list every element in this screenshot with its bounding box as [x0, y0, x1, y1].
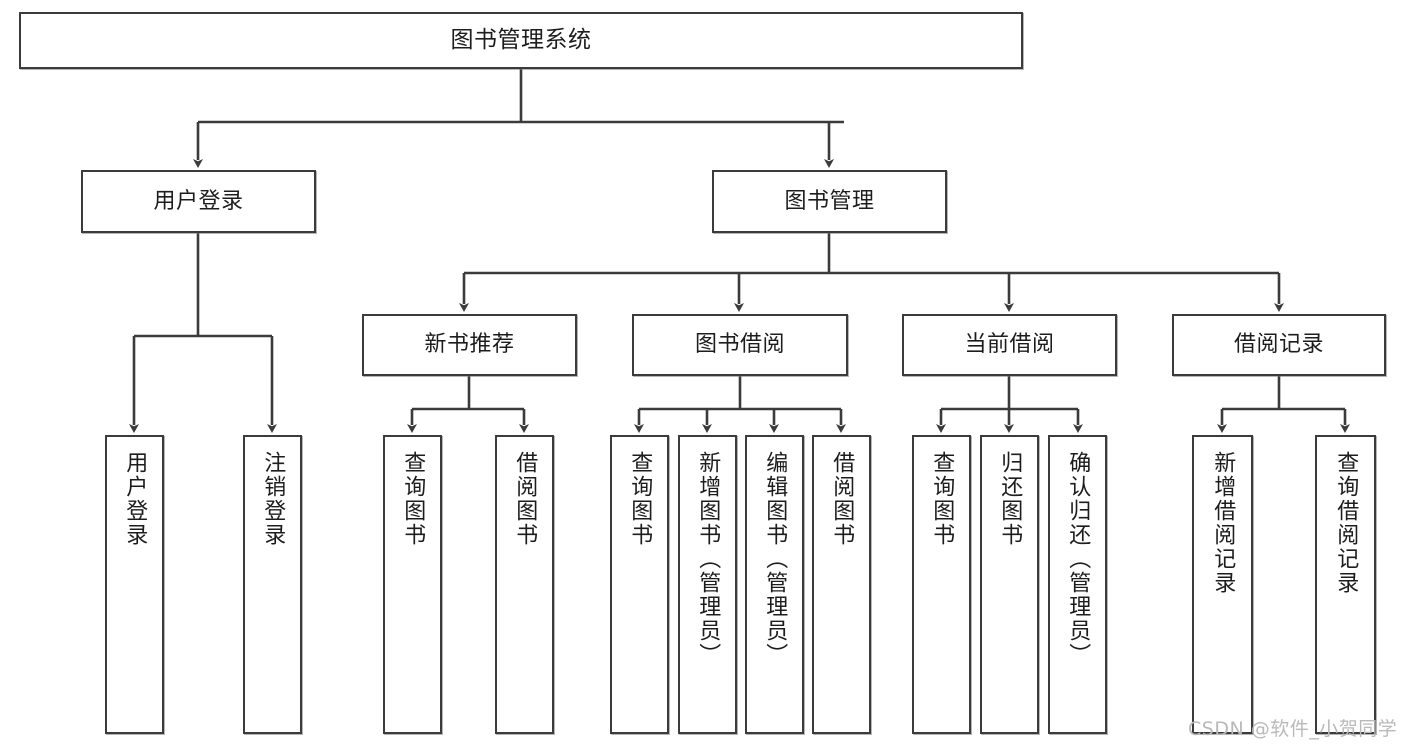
node-label: 借阅图书 — [829, 451, 855, 547]
node-label: 归还图书 — [997, 451, 1023, 547]
leaf-user-login[interactable]: 用户登录 — [105, 435, 164, 734]
node-label: 新增借阅记录 — [1210, 451, 1236, 595]
node-borrow-records[interactable]: 借阅记录 — [1172, 314, 1386, 376]
leaf-query-book-current[interactable]: 查询图书 — [912, 435, 971, 734]
node-book-management[interactable]: 图书管理 — [712, 170, 947, 233]
node-root-system[interactable]: 图书管理系统 — [19, 12, 1023, 69]
leaf-confirm-return-admin[interactable]: 确认归还（管理员） — [1048, 435, 1107, 734]
node-label: 查询图书 — [400, 451, 426, 547]
leaf-query-book-borrow[interactable]: 查询图书 — [610, 435, 669, 734]
leaf-borrow-book-new[interactable]: 借阅图书 — [495, 435, 554, 734]
leaf-query-borrow-record[interactable]: 查询借阅记录 — [1315, 435, 1376, 734]
node-label: 用户登录 — [153, 188, 244, 214]
node-label: 图书管理系统 — [450, 27, 592, 54]
node-label: 图书借阅 — [694, 332, 785, 358]
node-label: 查询借阅记录 — [1333, 451, 1359, 595]
node-label: 确认归还（管理员） — [1065, 451, 1091, 667]
node-label: 借阅记录 — [1233, 332, 1324, 358]
node-label: 用户登录 — [122, 451, 148, 547]
node-label: 图书管理 — [784, 188, 875, 214]
leaf-add-borrow-record[interactable]: 新增借阅记录 — [1192, 435, 1253, 734]
node-label: 查询图书 — [929, 451, 955, 547]
node-label: 查询图书 — [627, 451, 653, 547]
leaf-borrow-book[interactable]: 借阅图书 — [812, 435, 871, 734]
leaf-return-book[interactable]: 归还图书 — [980, 435, 1039, 734]
node-label: 新增图书（管理员） — [695, 451, 721, 667]
leaf-edit-book-admin[interactable]: 编辑图书（管理员） — [745, 435, 804, 734]
node-label: 借阅图书 — [512, 451, 538, 547]
node-label: 新书推荐 — [424, 332, 515, 358]
node-label: 编辑图书（管理员） — [762, 451, 788, 667]
node-label: 注销登录 — [260, 451, 286, 547]
leaf-logout[interactable]: 注销登录 — [243, 435, 302, 734]
csdn-watermark: CSDN @软件_小贺同学 — [1188, 718, 1398, 740]
node-new-book-recommend[interactable]: 新书推荐 — [362, 314, 577, 376]
node-user-login[interactable]: 用户登录 — [81, 170, 316, 233]
leaf-add-book-admin[interactable]: 新增图书（管理员） — [678, 435, 737, 734]
node-book-borrow[interactable]: 图书借阅 — [632, 314, 848, 376]
node-label: 当前借阅 — [964, 332, 1055, 358]
leaf-query-book-new[interactable]: 查询图书 — [383, 435, 442, 734]
node-current-borrow[interactable]: 当前借阅 — [902, 314, 1117, 376]
